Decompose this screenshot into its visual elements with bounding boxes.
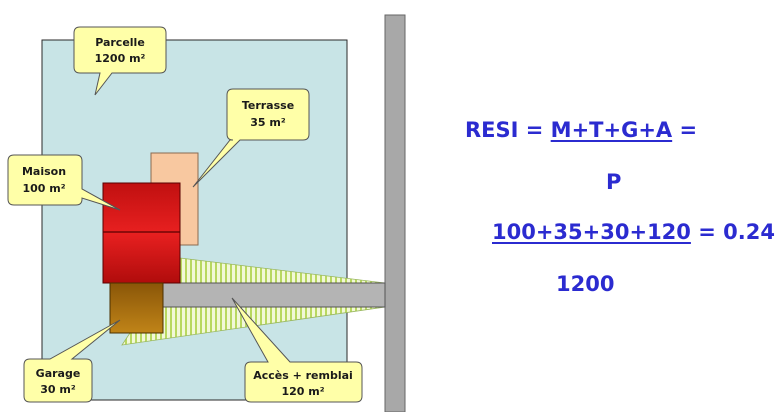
site-plan-diagram: Parcelle 1200 m² Terrasse 35 m² Maison 1… <box>7 14 406 412</box>
callout-acces-line2: 120 m² <box>281 385 324 398</box>
calc-numerator: 100+35+30+120 <box>492 220 691 244</box>
callout-acces-line1: Accès + remblai <box>253 369 353 382</box>
callout-parcelle-line2: 1200 m² <box>95 52 146 65</box>
resi-eq-tail: = <box>672 118 698 142</box>
callout-maison-line1: Maison <box>22 165 66 178</box>
callout-parcelle-line1: Parcelle <box>95 36 145 49</box>
callout-terrasse-line1: Terrasse <box>242 99 294 112</box>
access-road <box>162 282 386 308</box>
callout-garage-line2: 30 m² <box>40 383 76 396</box>
callout-terrasse: Terrasse 35 m² <box>192 88 310 188</box>
callout-acces: Accès + remblai 120 m² <box>231 297 363 403</box>
calc-result: = 0.24 <box>690 220 775 244</box>
callout-terrasse-line2: 35 m² <box>250 116 286 129</box>
callout-maison: Maison 100 m² <box>7 154 121 211</box>
resi-lhs: RESI = <box>465 118 551 142</box>
garage-block <box>109 282 164 334</box>
callout-garage: Garage 30 m² <box>23 319 121 403</box>
calc-line: 100+35+30+120 = 0.24 <box>492 220 775 244</box>
callout-garage-line1: Garage <box>36 367 81 380</box>
resi-denominator: P <box>606 170 622 194</box>
callout-maison-line2: 100 m² <box>22 182 65 195</box>
callout-parcelle: Parcelle 1200 m² <box>73 26 167 96</box>
boundary-wall <box>384 14 406 412</box>
resi-formula-line: RESI = M+T+G+A = <box>465 118 697 142</box>
resi-numerator: M+T+G+A <box>550 118 673 142</box>
calc-denominator: 1200 <box>556 272 615 296</box>
house-block <box>102 182 181 284</box>
